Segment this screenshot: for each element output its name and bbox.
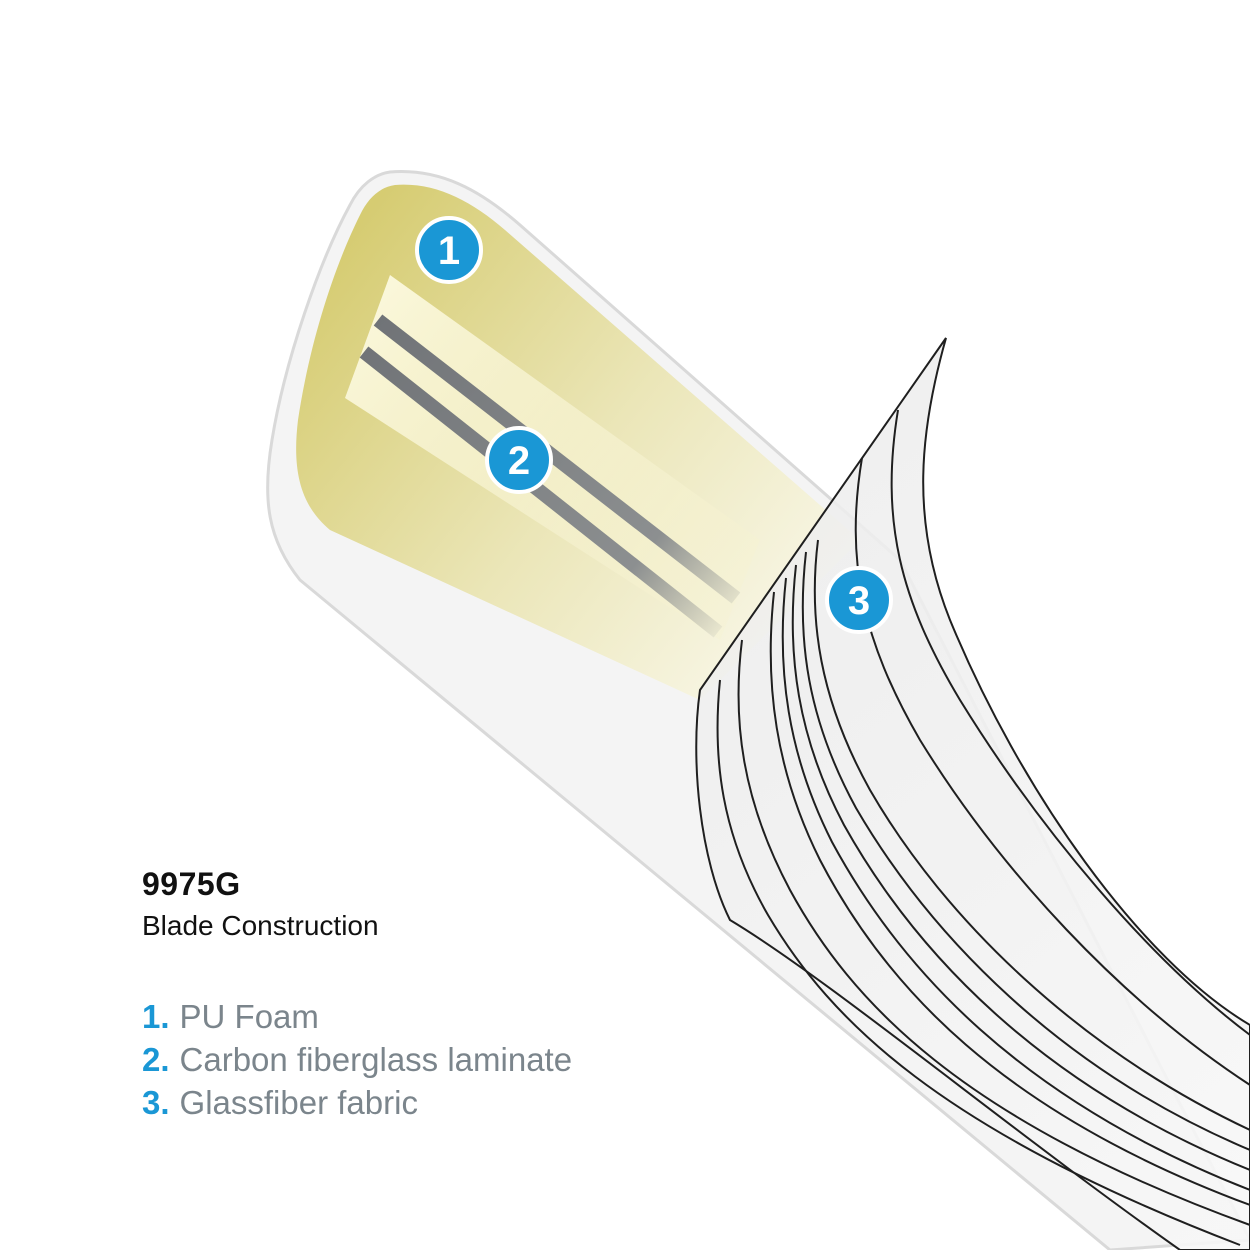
legend-number: 1. <box>142 998 170 1035</box>
legend-item: 1.PU Foam <box>142 995 572 1038</box>
product-subtitle: Blade Construction <box>142 910 379 941</box>
marker-3: 3 <box>825 566 893 634</box>
product-title: 9975G <box>142 866 241 902</box>
legend-number: 2. <box>142 1041 170 1078</box>
marker-2-label: 2 <box>508 439 530 483</box>
legend-label: Glassfiber fabric <box>179 1084 418 1121</box>
marker-1-label: 1 <box>438 229 460 273</box>
legend-item: 2.Carbon fiberglass laminate <box>142 1038 572 1081</box>
marker-1: 1 <box>415 216 483 284</box>
legend-label: Carbon fiberglass laminate <box>179 1041 573 1078</box>
carbon-band-lower <box>359 346 723 638</box>
legend-number: 3. <box>142 1084 170 1121</box>
carbon-band-upper <box>373 314 741 604</box>
legend-label: PU Foam <box>179 998 319 1035</box>
fabric-layer-lines <box>716 409 1250 1246</box>
glassfiber-fabric <box>695 337 1250 1250</box>
marker-3-label: 3 <box>848 579 870 623</box>
legend-item: 3.Glassfiber fabric <box>142 1081 572 1124</box>
legend-list: 1.PU Foam 2.Carbon fiberglass laminate 3… <box>142 995 572 1124</box>
marker-2: 2 <box>485 426 553 494</box>
